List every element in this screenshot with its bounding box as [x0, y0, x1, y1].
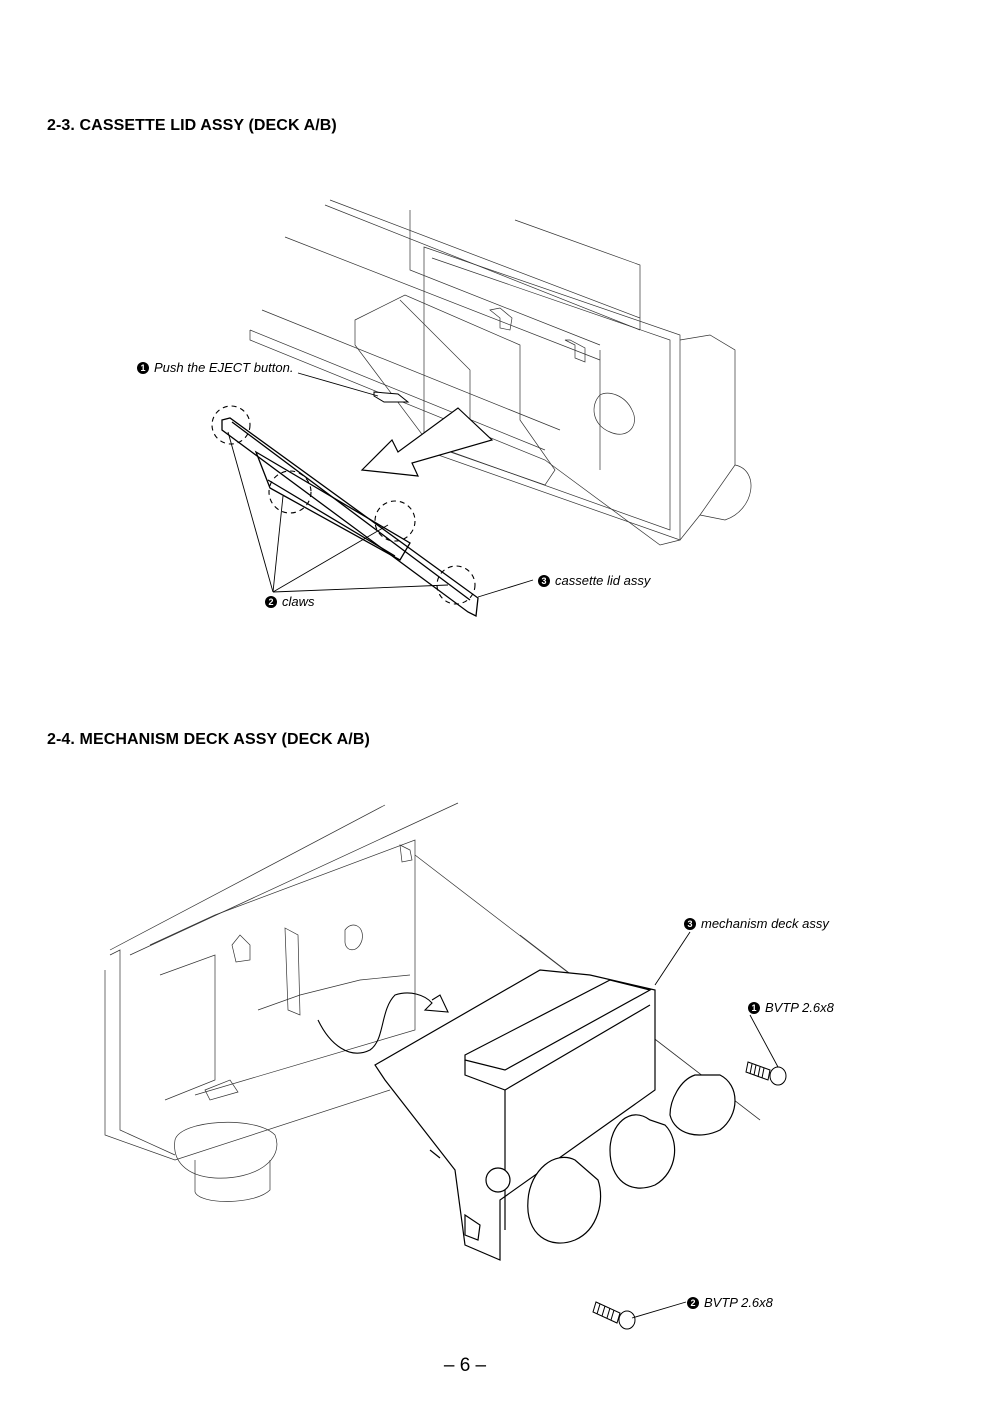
- page-number: – 6 –: [443, 1355, 487, 1376]
- step-number-badge: 1: [137, 361, 149, 374]
- removal-arrow: [360, 407, 494, 477]
- section-title-cassette-lid: 2-3. CASSETTE LID ASSY (DECK A/B): [47, 117, 337, 134]
- mechanism-deck-drawing: [374, 969, 736, 1261]
- callout-screw-2: 2 BVTP 2.6x8: [687, 1295, 773, 1310]
- callout-label: Push the EJECT button.: [154, 360, 294, 375]
- callout-screw-1: 1 BVTP 2.6x8: [748, 1000, 834, 1015]
- step-number-badge: 3: [538, 574, 550, 587]
- callout-label: BVTP 2.6x8: [765, 1000, 834, 1015]
- callout-push-eject: 1 Push the EJECT button.: [137, 360, 293, 375]
- cassette-lid-diagram: [211, 199, 752, 617]
- cassette-lid-drawing: [221, 417, 479, 617]
- leader-lines: [631, 931, 779, 1319]
- screw-2-drawing: [592, 1301, 636, 1330]
- callout-cassette-lid-assy: 3 cassette lid assy: [538, 573, 650, 588]
- step-number-badge: 2: [265, 595, 277, 608]
- screw-1-drawing: [745, 1061, 787, 1086]
- callout-mechanism-deck-assy: 3 mechanism deck assy: [684, 916, 829, 931]
- connect-arrow: [317, 992, 449, 1054]
- callout-claws: 2 claws: [265, 594, 315, 609]
- step-number-badge: 2: [687, 1296, 699, 1309]
- callout-label: BVTP 2.6x8: [704, 1295, 773, 1310]
- step-number-badge: 3: [684, 917, 696, 930]
- callout-label: claws: [282, 594, 315, 609]
- eject-button-drawing: [373, 391, 410, 403]
- deck-chassis-drawing: [249, 199, 752, 546]
- callout-label: cassette lid assy: [555, 573, 651, 588]
- callout-label: mechanism deck assy: [701, 916, 829, 931]
- mechanism-deck-diagram: [104, 802, 787, 1330]
- leader-lines: [227, 372, 534, 598]
- step-number-badge: 1: [748, 1001, 760, 1014]
- section-title-mechanism-deck: 2-4. MECHANISM DECK ASSY (DECK A/B): [47, 731, 370, 748]
